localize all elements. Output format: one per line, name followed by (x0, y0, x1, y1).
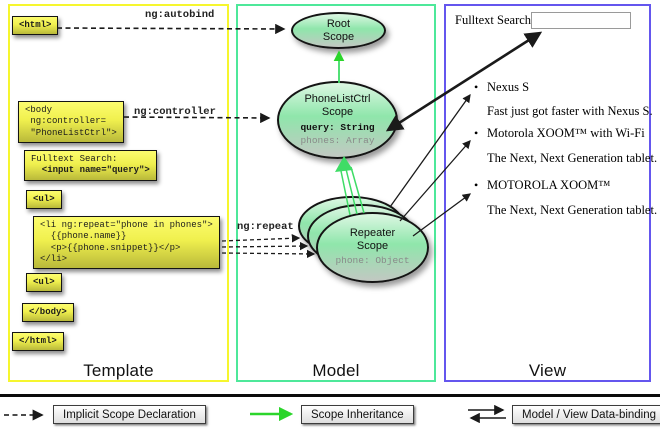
model-panel: Model (236, 4, 436, 382)
ng-repeat-label: ng:repeat (237, 221, 294, 233)
root-scope-ellipse: Root Scope (291, 12, 386, 49)
view-item-desc: The Next, Next Generation tablet. (487, 151, 658, 165)
code-li-repeat: <li ng:repeat="phone in phones"> {{phone… (33, 216, 220, 269)
code-input-tag: <input name="query"> (31, 165, 150, 176)
scope-attr-query: query: String (300, 122, 375, 134)
scope-attr-phone: phone: Object (335, 255, 410, 267)
legend-separator-line (0, 394, 660, 397)
view-panel-label: View (528, 361, 567, 380)
view-item-title-text: Motorola XOOM™ with Wi-Fi (487, 126, 645, 140)
view-item-title: • Motorola XOOM™ with Wi-Fi (474, 126, 645, 141)
bullet-icon: • (474, 80, 479, 94)
view-item-title-text: Nexus S (487, 80, 530, 94)
root-scope-title: Root Scope (322, 17, 355, 43)
code-ul-open: <ul> (26, 190, 62, 210)
code-html-close: </html> (12, 332, 64, 352)
code-ul-close: <ul> (26, 273, 62, 293)
legend-implicit-scope: Implicit Scope Declaration (53, 405, 206, 424)
legend-model-view-binding: Model / View Data-binding (512, 405, 660, 424)
bullet-icon: • (474, 178, 479, 192)
code-html-open: <html> (12, 16, 59, 36)
legend-scope-inheritance: Scope Inheritance (301, 405, 414, 424)
view-item-title: • MOTOROLA XOOM™ (474, 178, 611, 193)
ng-autobind-label: ng:autobind (145, 9, 215, 21)
model-panel-label: Model (312, 361, 360, 380)
phonelistctrl-scope-ellipse: PhoneListCtrl Scope query: String phones… (277, 81, 398, 159)
ng-controller-label: ng:controller (134, 106, 216, 118)
view-item-title-text: MOTOROLA XOOM™ (487, 178, 611, 192)
fulltext-search-input[interactable] (531, 12, 631, 29)
template-panel-label: Template (83, 361, 154, 380)
view-item-title: • Nexus S (474, 80, 529, 95)
scope-attr-phones: phones: Array (300, 134, 375, 146)
view-item-desc: The Next, Next Generation tablet. (487, 203, 658, 217)
code-body-close: </body> (22, 303, 74, 323)
code-fulltext-input: Fulltext Search: <input name="query"> (24, 150, 157, 181)
repeater-scope-ellipse-front: Repeater Scope phone: Object (316, 212, 429, 283)
bullet-icon: • (474, 126, 479, 140)
legend-double-arrow (468, 404, 506, 424)
code-body-open: <body ng:controller= "PhoneListCtrl"> (18, 101, 124, 143)
repeater-scope-title: Repeater Scope (349, 227, 396, 252)
view-item-desc: Fast just got faster with Nexus S. (487, 104, 653, 118)
view-panel: View (444, 4, 651, 382)
phonelistctrl-scope-title: PhoneListCtrl Scope (304, 93, 371, 118)
view-search-label: Fulltext Search: (455, 13, 535, 27)
code-fulltext-label: Fulltext Search: (31, 154, 118, 164)
